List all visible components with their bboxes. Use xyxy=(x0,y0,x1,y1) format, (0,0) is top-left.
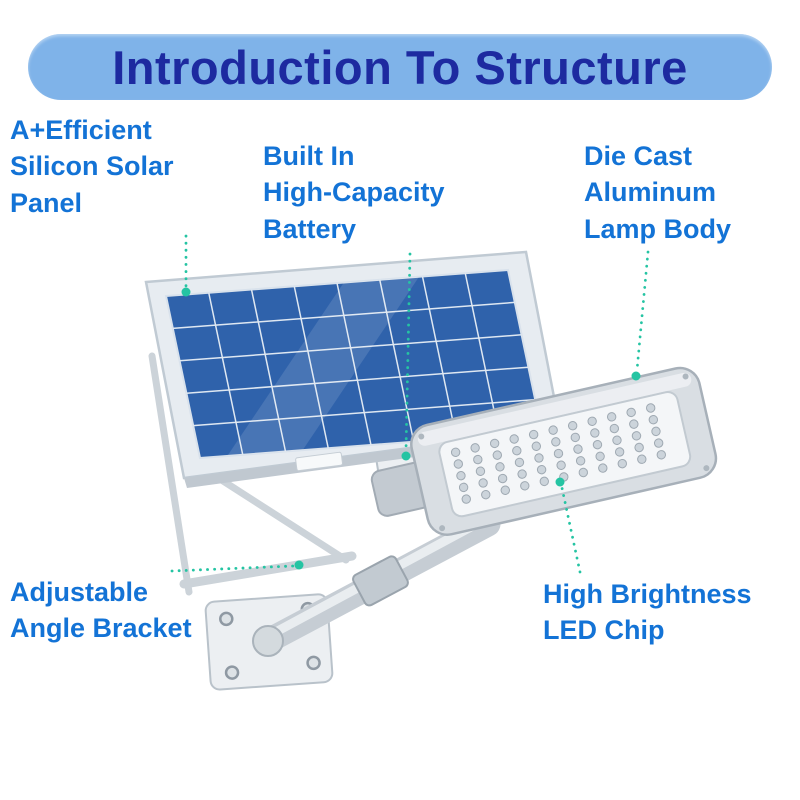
solar-cell-grid xyxy=(166,270,542,458)
mounting-pole xyxy=(252,511,501,657)
label-led-chip: High Brightness LED Chip xyxy=(543,579,752,646)
angle-bracket xyxy=(148,352,357,596)
leader-lines xyxy=(170,234,650,574)
label-battery: Built In High-Capacity Battery xyxy=(263,141,445,244)
label-lamp-body: Die Cast Aluminum Lamp Body xyxy=(584,141,732,244)
pole-clamp xyxy=(352,555,409,607)
title-banner: Introduction To Structure xyxy=(28,34,772,100)
label-solar-panel: A+Efficient Silicon Solar Panel xyxy=(10,115,174,218)
label-angle-bracket: Adjustable Angle Bracket xyxy=(10,577,192,644)
lamp-head xyxy=(370,366,718,536)
panel-sticker xyxy=(295,451,343,472)
led-chip-grid xyxy=(450,403,667,504)
solar-panel xyxy=(146,252,563,488)
page-title: Introduction To Structure xyxy=(112,40,688,94)
